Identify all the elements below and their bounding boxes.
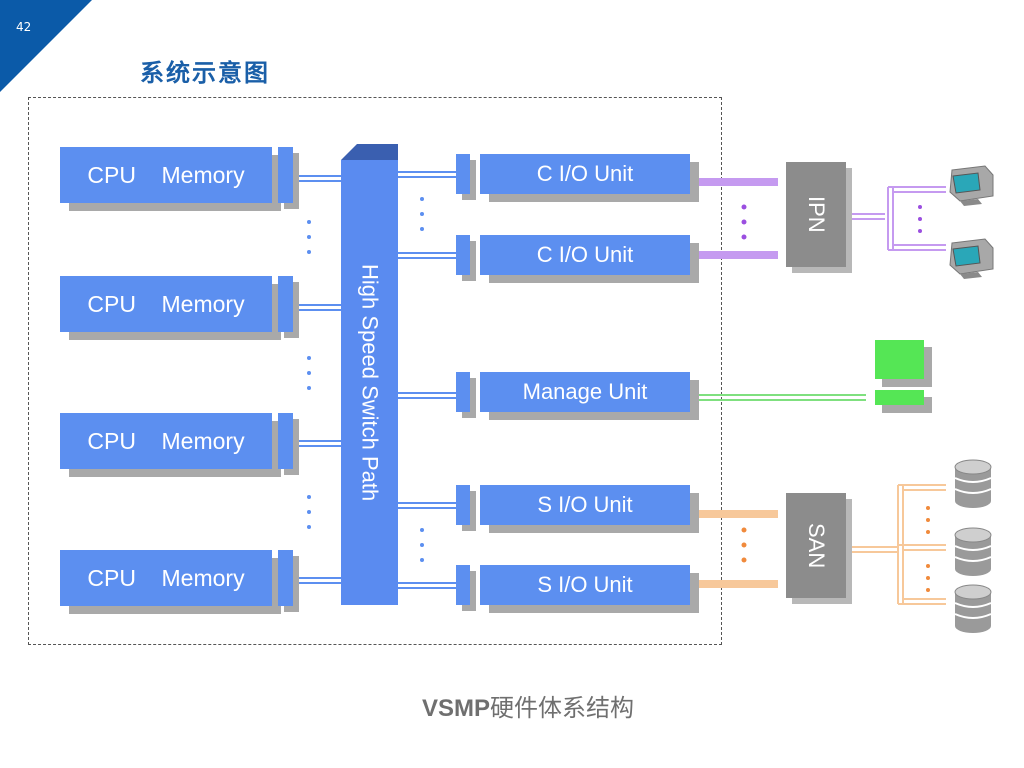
cpu-memory-unit: CPU Memory [60,147,272,203]
caption-rest: 硬件体系结构 [490,695,635,722]
san-label: SAN [804,522,829,569]
database-icon [954,527,992,576]
ipn-label: IPN [804,196,829,233]
cpu-switch-links [296,175,341,584]
c-io-unit: C I/O Unit [480,154,690,194]
switch-io-links [398,171,456,589]
io-port-tab [456,485,470,525]
san-links [698,484,946,605]
manage-unit: Manage Unit [480,372,690,412]
ellipsis-dots [307,197,424,562]
database-icon [954,459,992,508]
slide-title: 系统示意图 [140,58,270,87]
s-io-unit: S I/O Unit [480,485,690,525]
switch-label: High Speed Switch Path [357,263,383,502]
io-port-tab [456,565,470,605]
diagram-caption: VSMP硬件体系结构 [422,688,634,723]
database-icon [954,584,992,633]
io-port-tab [456,154,470,194]
terminal-icon [875,340,932,413]
monitor-icon [949,165,994,206]
manage-link [698,394,866,401]
c-io-unit: C I/O Unit [480,235,690,275]
cpu-memory-unit: CPU Memory [60,550,272,606]
monitor-icon [949,238,994,279]
cpu-memory-unit: CPU Memory [60,413,272,469]
cpu-port-tab [278,413,293,469]
ipn-hub: IPN [786,162,846,267]
cpu-port-tab [278,550,293,606]
io-port-tab [456,235,470,275]
system-boundary [28,97,722,645]
page-number: 42 [16,20,32,34]
high-speed-switch: High Speed Switch Path [341,160,398,605]
ipn-links [698,178,946,259]
cpu-memory-unit: CPU Memory [60,276,272,332]
switch-bevel [341,144,398,160]
cpu-port-tab [278,276,293,332]
corner-banner [0,0,92,92]
io-port-tab [456,372,470,412]
san-hub: SAN [786,493,846,598]
s-io-unit: S I/O Unit [480,565,690,605]
caption-bold: VSMP [422,695,491,722]
cpu-port-tab [278,147,293,203]
